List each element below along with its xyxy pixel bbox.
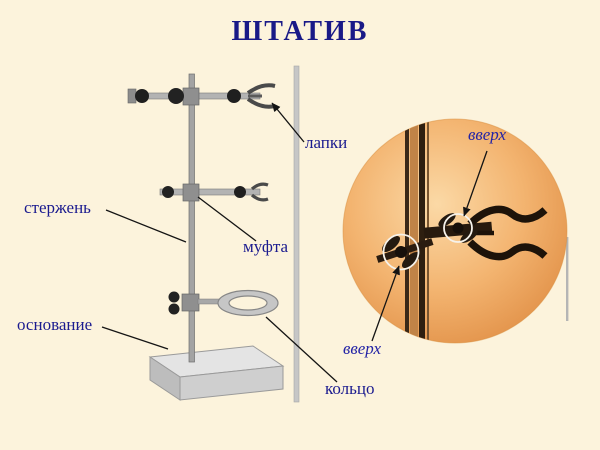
connector-rod [105, 209, 187, 243]
slide-title: ШТАТИВ [231, 16, 369, 47]
connector-sleeve [197, 196, 257, 242]
inset-clamp [376, 205, 548, 263]
label-up-bottom: вверх [343, 339, 382, 358]
label-rod: стержень [24, 198, 91, 217]
connector-up-bottom [371, 265, 400, 342]
label-up-top: вверх [468, 125, 507, 144]
divider-pole [293, 65, 300, 403]
clamp-top [127, 83, 276, 109]
connector-ring [265, 316, 338, 383]
connector-up-top [463, 150, 488, 217]
inset-circle [342, 118, 568, 344]
label-ring: кольцо [325, 379, 375, 398]
clamp-middle [159, 182, 269, 202]
inset-wingnut-lower [381, 235, 421, 269]
label-sleeve: муфта [243, 237, 289, 256]
connector-jaws [271, 102, 305, 143]
label-base: основание [17, 315, 93, 334]
ring-assembly [168, 289, 279, 317]
stand-base [148, 345, 285, 401]
stand-rod [188, 73, 195, 363]
label-jaws: лапки [305, 133, 348, 152]
connector-base [101, 326, 169, 350]
inset-highlight-circle-upper [443, 213, 473, 243]
right-edge-line [566, 237, 569, 321]
inset-highlight-circle-lower [382, 233, 420, 271]
